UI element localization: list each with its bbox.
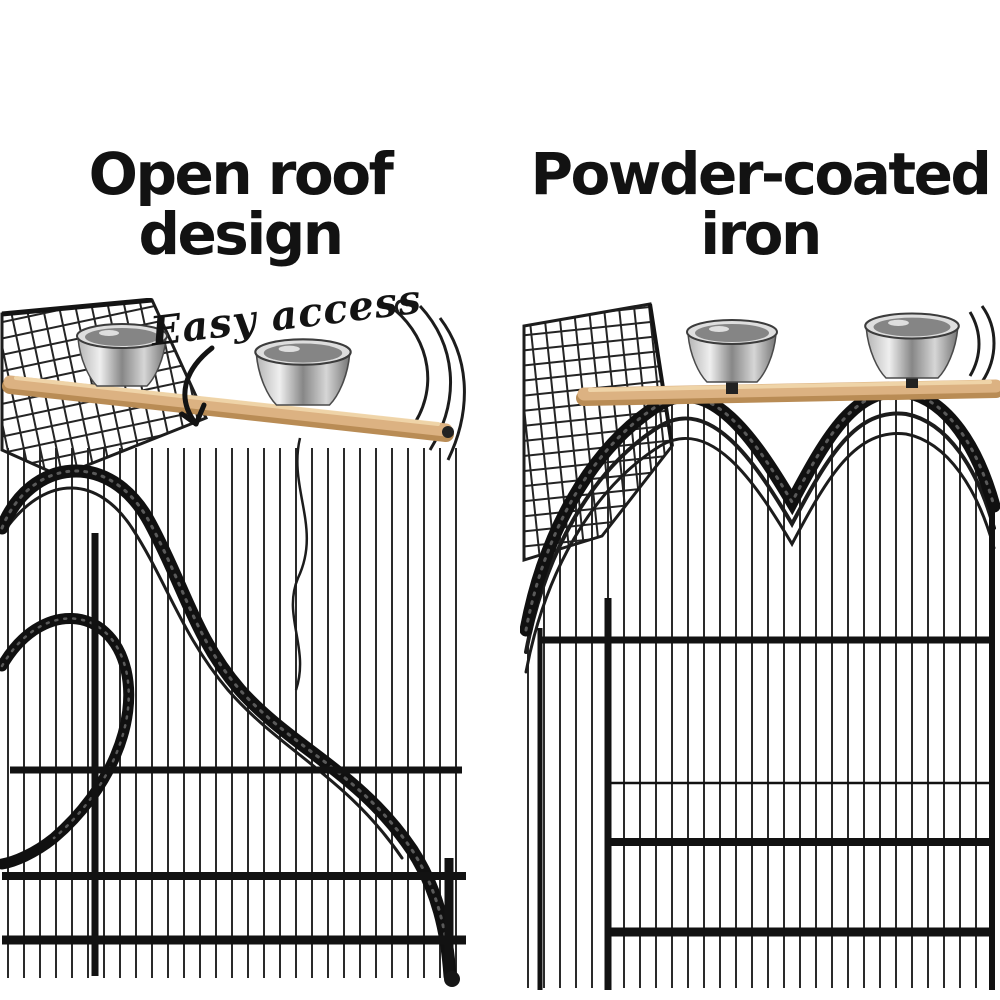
heading-open-roof: Open roof design bbox=[0, 144, 480, 265]
hanging-wire bbox=[291, 437, 308, 691]
panel-open-roof: Open roof design Easy access bbox=[0, 0, 480, 1000]
flap-edge bbox=[1, 298, 153, 317]
heading-open-roof-line1: Open roof bbox=[88, 140, 394, 208]
side-grid-panel bbox=[522, 302, 674, 563]
heading-powder-coated-line2: iron bbox=[700, 200, 822, 269]
cage-photo-open-roof bbox=[0, 298, 466, 987]
steel-bowl-right bbox=[254, 338, 352, 407]
panel-powder-coated: Powder-coated iron bbox=[520, 0, 1000, 1000]
easy-access-arrow bbox=[179, 345, 215, 427]
heading-open-roof-line2: design bbox=[138, 200, 344, 269]
wooden-perch bbox=[576, 379, 1000, 406]
caster-wheel bbox=[444, 971, 460, 987]
steel-bowl-left bbox=[686, 319, 778, 383]
cage-frame-bars bbox=[2, 533, 466, 976]
cage-frame-bars bbox=[537, 510, 995, 990]
heading-powder-coated-line1: Powder-coated bbox=[530, 140, 992, 208]
cage-photo-powder-coated bbox=[520, 302, 1000, 990]
cage-wires bbox=[2, 448, 464, 978]
steel-bowl-right bbox=[864, 312, 960, 380]
roof-hook-wires bbox=[968, 305, 996, 383]
heading-powder-coated: Powder-coated iron bbox=[520, 144, 1000, 265]
wooden-perch bbox=[2, 375, 454, 442]
